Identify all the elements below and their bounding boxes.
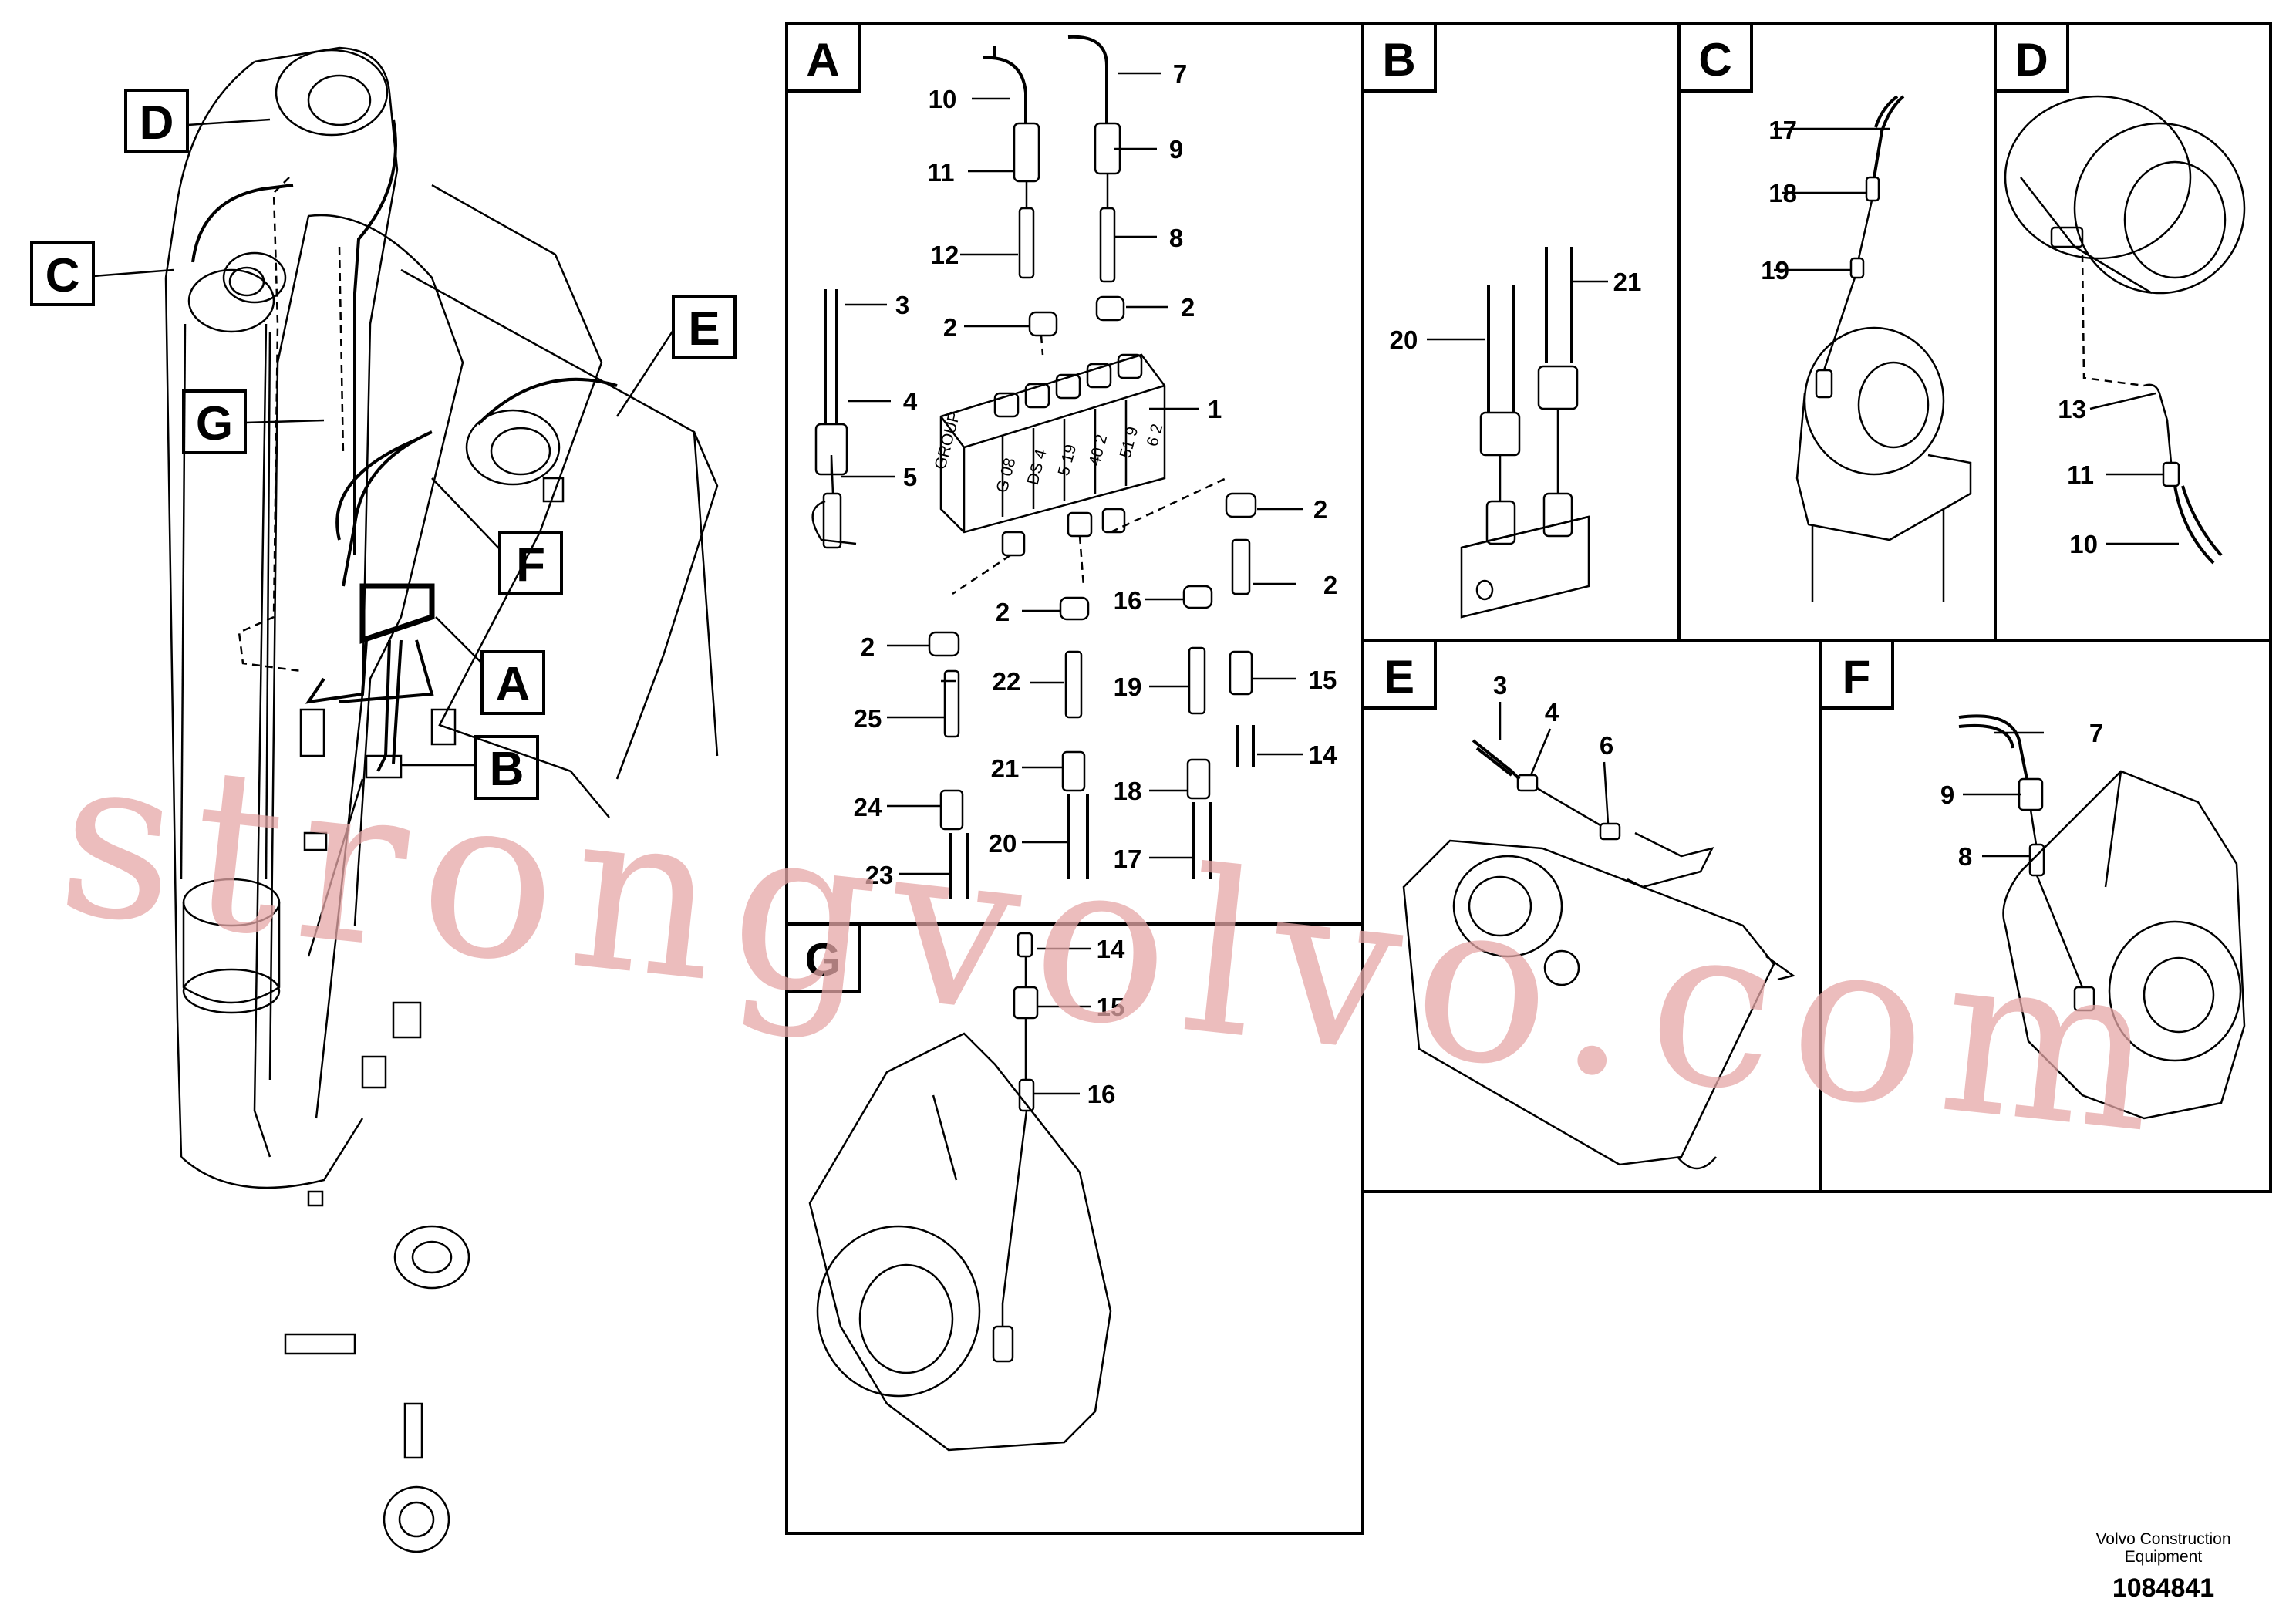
part-number-label: 8 [1169, 224, 1183, 252]
panel-g: G 14 15 16 [785, 922, 1125, 1452]
part-number-label: 12 [931, 241, 959, 269]
part-number-label: 24 [854, 793, 882, 821]
callout-g: G [196, 397, 233, 450]
part-number-label: 11 [2067, 460, 2094, 489]
part-number-label: 2 [943, 313, 957, 342]
part-number-label: 5 19 [1055, 443, 1081, 477]
part-number-label: 15 [1309, 666, 1337, 694]
part-number-label: 11 [928, 158, 955, 187]
part-number-label: 2 [861, 632, 875, 661]
panel-d: D 13 11 10 [1994, 22, 2246, 565]
callout-c: C [46, 249, 80, 302]
part-number-label: DS 4 [1024, 447, 1050, 487]
part-number-label: 7 [1173, 59, 1187, 88]
part-number-label: 18 [1768, 179, 1797, 207]
panel-a: A GROUP G 08 DS 4 [785, 22, 1337, 899]
boom-illustration [164, 46, 719, 1553]
part-number-label: 20 [1390, 325, 1418, 354]
part-number-label: 17 [1114, 845, 1142, 873]
part-number-label: 4 [1545, 698, 1559, 727]
part-number-label: 25 [854, 704, 882, 733]
callout-b: B [490, 743, 524, 796]
part-number-label: 2 [996, 598, 1010, 626]
part-number-label: 18 [1114, 777, 1142, 805]
part-number-label: 51 9 [1117, 425, 1142, 460]
panel-d-letter: D [2014, 34, 2048, 86]
panel-f: F 7 9 8 [1819, 639, 2246, 1120]
panel-f-frame [1819, 639, 2272, 1193]
part-number-label: 3 [1493, 671, 1507, 700]
part-number-label: 16 [1114, 586, 1142, 615]
part-number-label: 1 [1208, 395, 1222, 423]
callout-box-b [474, 735, 539, 800]
part-number-label: 21 [1613, 268, 1642, 296]
part-number-label: 2 [1313, 495, 1327, 524]
callout-box-a [480, 650, 545, 715]
part-number-label: 7 [2089, 719, 2103, 747]
part-number-label: 40 2 [1086, 433, 1111, 467]
part-number-label: 15 [1097, 993, 1125, 1021]
part-number-label: 5 [903, 463, 917, 491]
part-number-label: 2 [1323, 571, 1337, 599]
part-number-label: 13 [2058, 395, 2086, 423]
part-number-label: G 08 [993, 456, 1020, 494]
part-number-label: 14 [1309, 740, 1337, 769]
part-number-label: 6 2 [1144, 422, 1167, 448]
callout-d: D [140, 96, 174, 150]
part-number-label: 10 [929, 85, 957, 113]
part-number-label: 22 [993, 667, 1021, 696]
part-number-label: 23 [865, 861, 894, 889]
part-number-label: 16 [1087, 1080, 1116, 1108]
part-number-label: 20 [989, 829, 1017, 858]
part-number-label: 2 [1181, 293, 1195, 322]
part-number-label: 17 [1768, 116, 1797, 144]
part-number-label: 9 [1169, 135, 1183, 164]
part-number-label: 9 [1940, 781, 1954, 809]
part-number-label: 14 [1097, 935, 1125, 963]
part-number-label: 4 [903, 387, 918, 416]
panel-e-letter: E [1384, 651, 1414, 703]
part-number-label: 8 [1958, 842, 1972, 871]
panel-a-letter: A [806, 34, 839, 86]
footer: Volvo Construction Equipment 1084841 [2095, 1530, 2230, 1603]
footer-company: Volvo Construction [2095, 1530, 2230, 1548]
callout-box-c [30, 241, 95, 306]
callout-box-f [498, 531, 563, 595]
callout-e: E [688, 302, 720, 356]
callout-f: F [516, 538, 545, 592]
part-number-label: 10 [2069, 530, 2098, 558]
panel-f-letter: F [1843, 651, 1871, 703]
part-number-label: 6 [1600, 731, 1613, 760]
part-number-label: 3 [895, 291, 909, 319]
callout-a: A [496, 658, 531, 711]
panel-g-frame [785, 922, 1364, 1535]
panel-b-letter: B [1382, 34, 1415, 86]
footer-ref-number: 1084841 [2112, 1573, 2214, 1603]
footer-division: Equipment [2125, 1548, 2203, 1566]
part-number-label: 21 [991, 754, 1020, 783]
part-number-label: 19 [1114, 673, 1142, 701]
panel-e: E 3 4 6 [1361, 639, 1795, 1170]
panel-frames [785, 22, 2272, 1535]
part-number-label: 19 [1761, 256, 1789, 285]
callout-box-d [124, 89, 189, 153]
main-callouts: D C G E F A B [30, 89, 737, 800]
panel-b: B 20 21 [1361, 22, 1642, 619]
panel-c: C 17 17 18 19 [1677, 22, 1972, 602]
panel-g-letter: G [805, 934, 841, 986]
panel-c-letter: C [1698, 34, 1731, 86]
callout-box-e [672, 295, 737, 359]
